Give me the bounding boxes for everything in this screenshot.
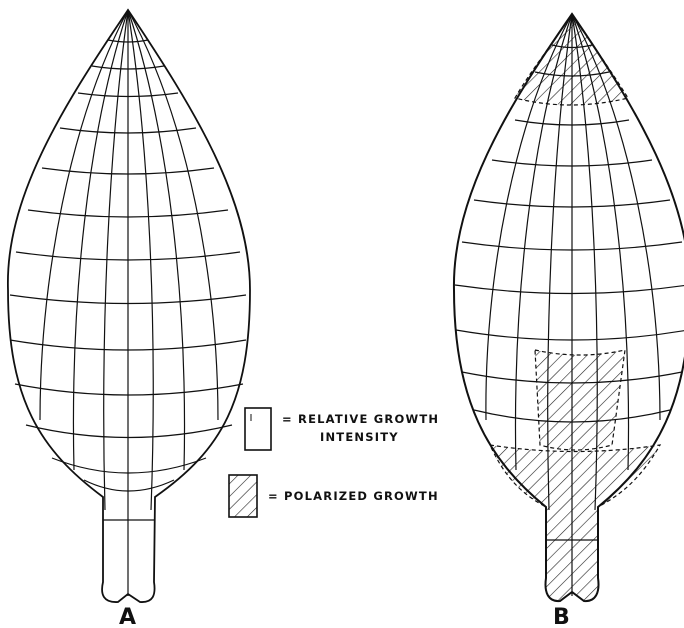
leaf-b [454, 14, 684, 601]
legend-item-relative-growth: = RELATIVE GROWTH INTENSITY [245, 408, 439, 450]
legend-item-polarized-growth: = POLARIZED GROWTH [229, 475, 439, 517]
legend-polarized-growth: = POLARIZED GROWTH [268, 489, 439, 503]
panel-label-a: A [119, 605, 137, 628]
legend-relative-growth-line2: INTENSITY [320, 430, 399, 444]
leaf-a-outline [8, 10, 250, 602]
legend-relative-growth-line1: = RELATIVE GROWTH [282, 412, 439, 426]
legend: = RELATIVE GROWTH INTENSITY = POLARIZED … [229, 408, 439, 517]
leaf-a-grid [10, 10, 246, 596]
leaf-a [8, 10, 250, 602]
legend-symbol-hatched-square [229, 475, 257, 517]
panel-label-b: B [553, 605, 571, 628]
legend-symbol-plain-square [245, 408, 271, 450]
